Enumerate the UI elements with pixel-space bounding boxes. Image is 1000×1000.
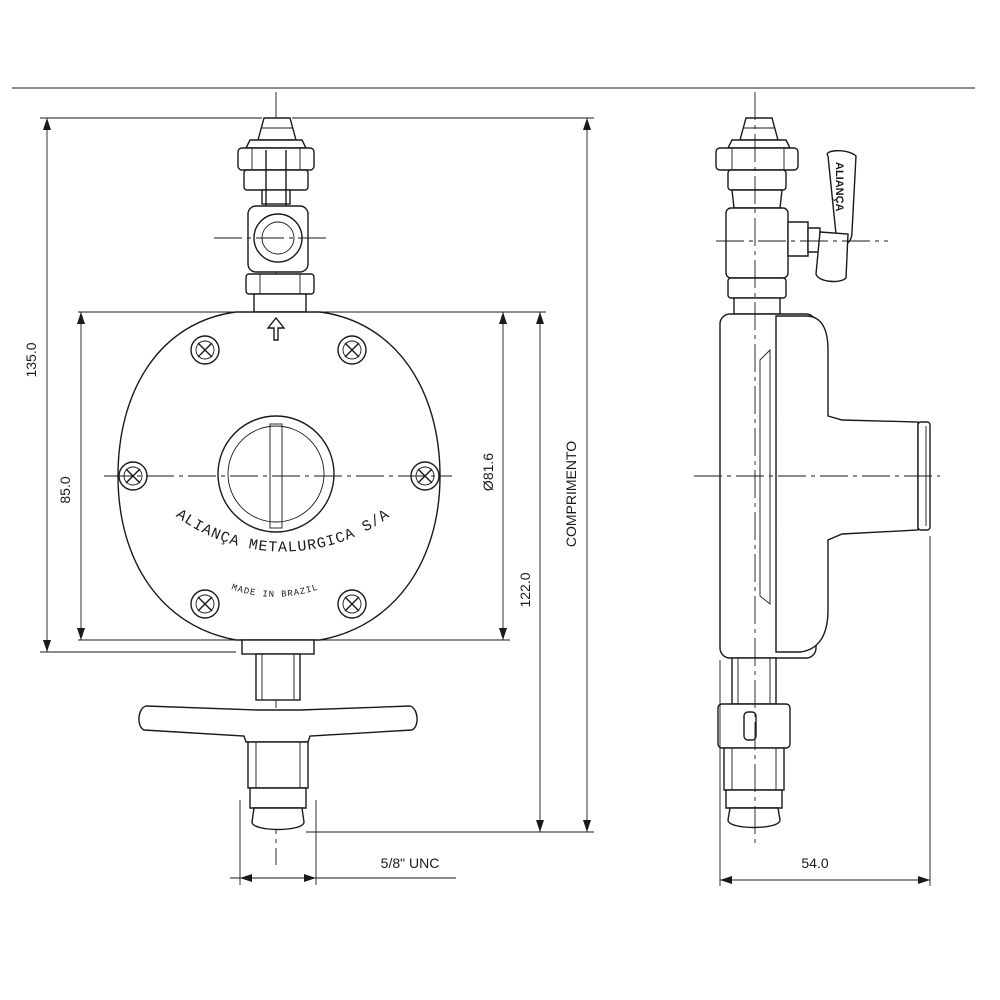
valve-body [214,205,330,313]
dim-thread-label: 5/8" UNC [381,855,440,871]
dim-overall-height: 135.0 [23,117,262,653]
screw-bottom-right [337,589,367,619]
front-view: ALIANÇA METALURGICA S/A MADE IN BRAZIL [23,92,594,885]
dim-length-label: COMPRIMENTO [563,441,579,547]
side-regulator-body [694,313,940,659]
regulator-disc: ALIANÇA METALURGICA S/A MADE IN BRAZIL [104,311,452,641]
t-handle [138,705,418,743]
screw-top-right [337,335,367,365]
dim-body-height-label: 85.0 [57,476,73,503]
dim-inlet-outlet-label: 122.0 [517,572,533,607]
side-outlet-fitting [717,92,791,845]
dim-body-height: 85.0 [57,311,236,641]
outlet-fitting [138,639,418,831]
screw-bottom-left [190,589,220,619]
screw-top-left [190,335,220,365]
dim-side-width-label: 54.0 [801,855,828,871]
lever-brand-marking: ALIANÇA [833,162,845,212]
side-valve-body: ALIANÇA [716,150,888,315]
side-inlet-fitting [715,117,799,209]
side-view: ALIANÇA [694,92,940,886]
inlet-fitting [237,117,315,270]
dim-thread: 5/8" UNC [230,800,456,885]
dim-side-width: 54.0 [719,536,931,886]
dim-diameter-label: Ø81.6 [480,453,496,491]
dim-overall-height-label: 135.0 [23,342,39,377]
dim-length: COMPRIMENTO [292,117,594,833]
